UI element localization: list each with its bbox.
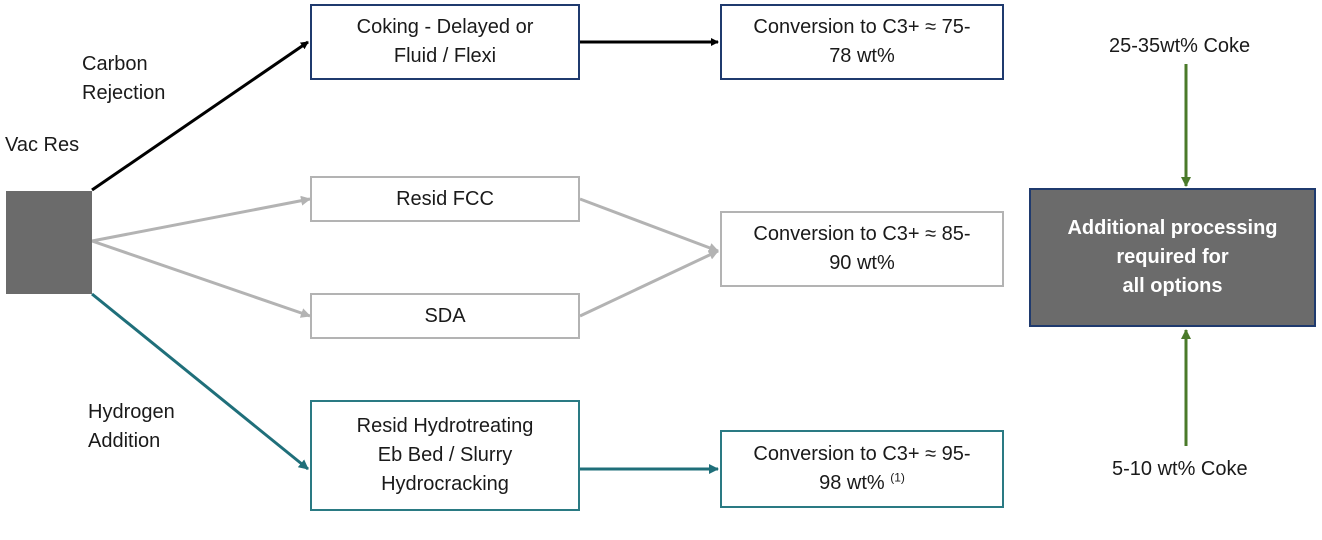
footnote-marker: (1)	[890, 470, 905, 485]
conversion-hydrotreating-line2: 98 wt% (1)	[753, 469, 970, 498]
coking-label: Coking - Delayed or Fluid / Flexi	[356, 16, 534, 67]
conversion-hydrotreating-box: Conversion to C3+ ≈ 95- 98 wt% (1)	[720, 430, 1004, 508]
sda-label: SDA	[424, 304, 466, 327]
resid-fcc-label: Resid FCC	[396, 187, 494, 210]
coking-box: Coking - Delayed or Fluid / Flexi	[310, 4, 580, 80]
conversion-fcc-sda-box: Conversion to C3+ ≈ 85- 90 wt%	[720, 211, 1004, 287]
arrow-sda-to-conversion	[579, 249, 719, 318]
vac-res-block	[6, 191, 92, 294]
arrow-vacres-to-sda	[91, 239, 311, 318]
additional-processing-box: Additional processing required for all o…	[1029, 188, 1316, 327]
coke-bottom-label: 5-10 wt% Coke	[1112, 458, 1248, 480]
hydrotreating-box: Resid Hydrotreating Eb Bed / Slurry Hydr…	[310, 400, 580, 511]
arrow-fcc-to-conversion	[579, 197, 719, 253]
conversion-coking-box: Conversion to C3+ ≈ 75- 78 wt%	[720, 4, 1004, 80]
arrow-vacres-to-fcc	[91, 195, 311, 243]
hydrogen-addition-label: Hydrogen Addition	[88, 401, 175, 452]
additional-processing-label: Additional processing required for all o…	[1067, 217, 1278, 297]
sda-box: SDA	[310, 293, 580, 339]
coke-top-label: 25-35wt% Coke	[1109, 35, 1251, 57]
conversion-coking-label: Conversion to C3+ ≈ 75- 78 wt%	[753, 16, 971, 67]
resid-fcc-box: Resid FCC	[310, 176, 580, 222]
vac-res-label: Vac Res	[5, 134, 80, 156]
hydrotreating-label: Resid Hydrotreating Eb Bed / Slurry Hydr…	[356, 415, 534, 495]
conversion-hydrotreating-line1: Conversion to C3+ ≈ 95-	[753, 443, 971, 465]
conversion-fcc-sda-label: Conversion to C3+ ≈ 85- 90 wt%	[753, 223, 971, 274]
carbon-rejection-label: Carbon Rejection	[82, 53, 166, 104]
conversion-hydrotreating-value: 98 wt%	[819, 472, 891, 494]
conversion-hydrotreating-text: Conversion to C3+ ≈ 95- 98 wt% (1)	[753, 440, 970, 498]
arrow-vacres-to-hydrotreating	[91, 292, 309, 471]
arrow-vacres-to-coking	[91, 40, 309, 192]
